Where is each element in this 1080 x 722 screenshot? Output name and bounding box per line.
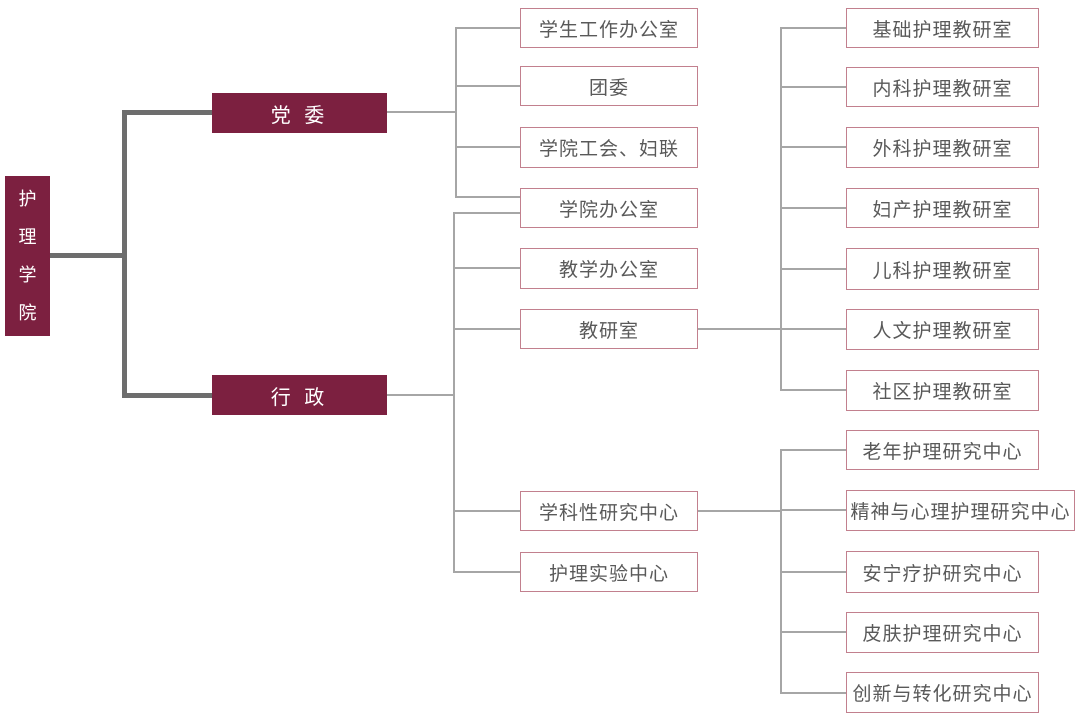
connector-stub bbox=[780, 389, 846, 391]
node-trs-internal-medicine: 内科护理教研室 bbox=[846, 67, 1039, 107]
node-trs-obstetrics: 妇产护理教研室 bbox=[846, 188, 1039, 228]
node-trs-surgical: 外科护理教研室 bbox=[846, 127, 1039, 168]
node-youth-league: 团委 bbox=[520, 66, 698, 106]
connector-rc-out bbox=[698, 510, 782, 512]
node-rc-skin-care: 皮肤护理研究中心 bbox=[846, 612, 1039, 653]
node-trs-humanistic: 人文护理教研室 bbox=[846, 309, 1039, 350]
connector-stub bbox=[453, 212, 520, 214]
connector-stub bbox=[780, 692, 846, 694]
node-rc-mental-psychological: 精神与心理护理研究中心 bbox=[846, 490, 1075, 531]
connector-stub bbox=[455, 27, 520, 29]
connector-stub bbox=[780, 449, 846, 451]
connector-stub bbox=[780, 207, 846, 209]
connector-stub bbox=[455, 85, 520, 87]
connector-stub bbox=[453, 267, 520, 269]
node-administration: 行 政 bbox=[212, 375, 387, 415]
node-disciplinary-research-center: 学科性研究中心 bbox=[520, 491, 698, 531]
connector-admin-horizontal bbox=[122, 393, 212, 398]
connector-stub bbox=[780, 146, 846, 148]
connector-stub bbox=[780, 509, 846, 511]
node-student-affairs-office: 学生工作办公室 bbox=[520, 8, 698, 48]
connector-stub bbox=[780, 86, 846, 88]
connector-party-out bbox=[387, 111, 457, 113]
college-root-label: 护理学院 bbox=[18, 189, 37, 323]
connector-admin-out bbox=[387, 394, 455, 396]
node-party-committee: 党 委 bbox=[212, 93, 387, 133]
connector-party-horizontal bbox=[122, 110, 212, 115]
connector-trs-vertical bbox=[780, 27, 782, 391]
connector-stub bbox=[780, 328, 846, 330]
connector-stub bbox=[780, 631, 846, 633]
connector-stub bbox=[455, 146, 520, 148]
node-union-womens-federation: 学院工会、妇联 bbox=[520, 127, 698, 168]
connector-stub bbox=[780, 268, 846, 270]
node-college-root: 护理学院 bbox=[5, 176, 50, 336]
connector-stub bbox=[455, 196, 520, 198]
connector-trunk-vertical bbox=[122, 110, 127, 398]
node-trs-community: 社区护理教研室 bbox=[846, 370, 1039, 411]
connector-party-vertical bbox=[455, 27, 457, 198]
node-rc-hospice: 安宁疗护研究中心 bbox=[846, 551, 1039, 593]
connector-root-horizontal bbox=[50, 253, 127, 258]
connector-admin-vertical bbox=[453, 212, 455, 573]
node-teaching-research-office: 教研室 bbox=[520, 309, 698, 349]
node-rc-geriatric: 老年护理研究中心 bbox=[846, 430, 1039, 470]
connector-stub bbox=[453, 571, 520, 573]
node-trs-pediatric: 儿科护理教研室 bbox=[846, 248, 1039, 290]
connector-stub bbox=[780, 571, 846, 573]
connector-trs-out bbox=[698, 328, 782, 330]
node-nursing-lab-center: 护理实验中心 bbox=[520, 552, 698, 592]
connector-stub bbox=[780, 27, 846, 29]
node-teaching-office: 教学办公室 bbox=[520, 248, 698, 289]
connector-stub bbox=[453, 510, 520, 512]
node-college-office: 学院办公室 bbox=[520, 188, 698, 228]
node-trs-basic-nursing: 基础护理教研室 bbox=[846, 8, 1039, 48]
node-rc-innovation-transformation: 创新与转化研究中心 bbox=[846, 672, 1039, 713]
connector-stub bbox=[453, 328, 520, 330]
